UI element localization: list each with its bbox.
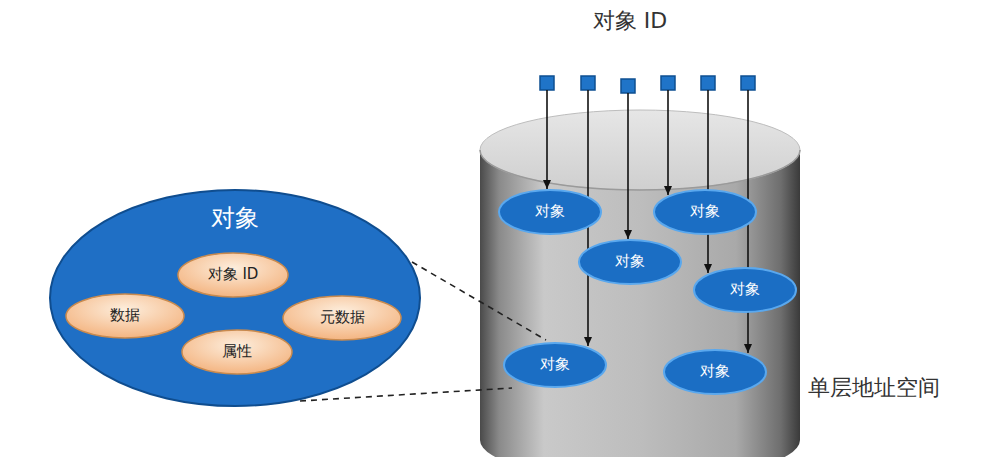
ellipse-shape [504,343,606,387]
ellipse-shape [50,190,420,406]
node-text: 对象 [615,253,645,270]
zoom-leader [412,262,546,340]
id-arrow [667,90,669,195]
id-arrow [546,90,548,189]
id-arrow [627,93,629,239]
cylinder-rim [480,150,800,190]
node-text: 数据 [110,307,140,324]
node-text: 对象 ID [208,266,259,283]
id-arrow [707,90,709,273]
object-node: 对象 [498,189,602,235]
ellipse-shape [499,190,601,234]
cylinder [480,110,800,457]
id-square [621,79,635,93]
id-squares [540,76,755,93]
object-node: 对象 [693,267,797,313]
object-heading: 对象 [211,205,259,233]
object-node: 对象 [663,349,767,395]
object-node: 对象 [503,342,607,388]
node-text: 属性 [222,343,252,360]
node-text: 对象 [690,203,720,220]
node-text: 对象 [730,281,760,298]
object-node: 对象 [578,239,682,285]
id-square [581,76,595,90]
node-text: 元数据 [320,309,365,326]
object-id-label: 对象 ID [593,6,667,36]
id-square [701,76,715,90]
node-text: 对象 [540,356,570,373]
ellipse-shape [664,350,766,394]
ellipse-shape [178,253,288,297]
node-text: 对象 [535,203,565,220]
address-space-label: 单层地址空间 [808,373,940,403]
ellipse-shape [654,190,756,234]
object-ellipse: 对象对象 ID 数据 元数据属性 [49,189,421,407]
id-square [540,76,554,90]
id-square [741,76,755,90]
ellipse-shape [283,296,401,340]
cylinder-body [480,150,800,457]
metadata-part: 元数据 [282,295,402,341]
id-square [661,76,675,90]
object-id-part: 对象 ID [177,252,289,298]
node-text: 对象 [700,363,730,380]
attribute-part: 属性 [181,329,293,375]
ellipse-shape [66,294,184,338]
ellipse-shape [182,330,292,374]
object-node: 对象 [653,189,757,235]
ellipse-shape [694,268,796,312]
cylinder-top [480,110,800,190]
data-part: 数据 [65,293,185,339]
ellipse-shape [579,240,681,284]
